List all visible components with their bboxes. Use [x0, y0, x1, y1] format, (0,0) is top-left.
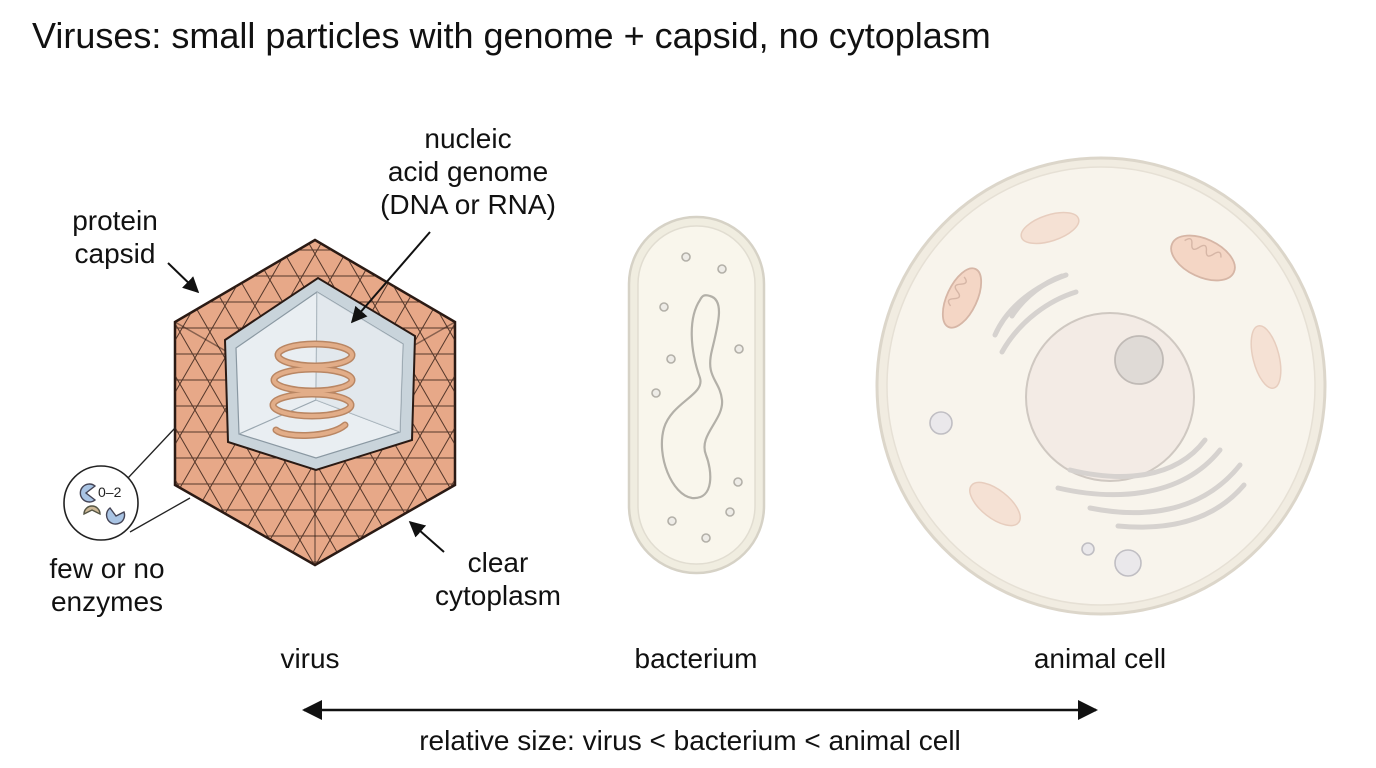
golgi-apparatus — [1055, 437, 1247, 530]
size-axis-caption: relative size: virus < bacterium < anima… — [419, 725, 961, 756]
bacterium — [627, 215, 766, 575]
enzyme-icon — [83, 505, 101, 516]
animal-cell — [875, 156, 1327, 616]
ribosome-dots — [651, 252, 744, 543]
enzymes-callout: few or no enzymes — [49, 553, 165, 617]
enzyme-icon — [105, 507, 126, 525]
genome-callout: nucleic acid genome (DNA or RNA) — [380, 123, 556, 220]
animal-cell-label: animal cell — [1033, 643, 1167, 674]
mitochondrion — [941, 267, 983, 329]
mitochondrion — [1170, 234, 1236, 282]
bacterium-label: bacterium — [634, 643, 758, 674]
lysosomes — [929, 411, 1142, 577]
enzyme-zoom-inset: 0–2 — [63, 427, 191, 541]
cytoplasm-pointer-arrow — [408, 520, 445, 553]
enzyme-icon — [79, 483, 97, 503]
capsid-pointer-arrow — [167, 262, 200, 294]
capsid-cutaway — [223, 276, 417, 472]
genome-pointer-arrow — [350, 231, 431, 324]
nucleus — [1025, 312, 1195, 482]
cytoplasm-callout: clear cytoplasm — [434, 547, 562, 611]
page-title: Viruses: small particles with genome + c… — [32, 15, 991, 56]
capsid-callout: protein capsid — [72, 205, 158, 269]
endoplasmic-reticulum — [992, 272, 1079, 355]
bacterial-chromosome — [660, 294, 724, 500]
enzyme-count: 0–2 — [98, 484, 122, 500]
virus-label: virus — [280, 643, 340, 674]
vesicles — [969, 211, 1282, 527]
